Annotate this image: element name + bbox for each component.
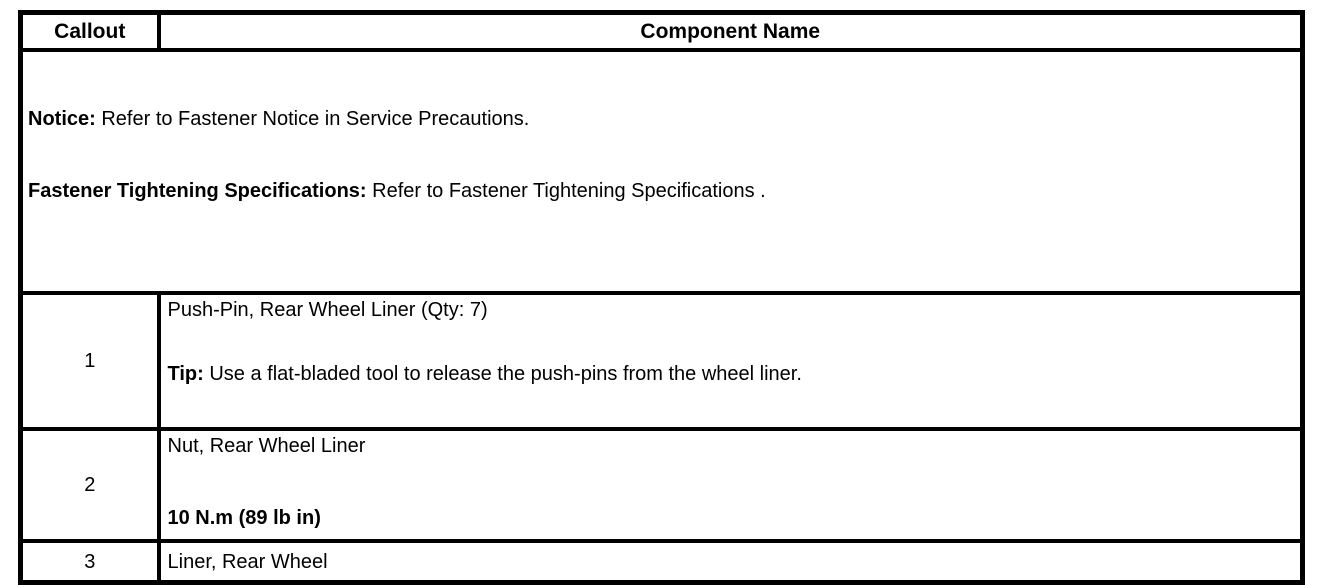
callout-column-header: Callout	[18, 10, 161, 52]
component-name-3: Liner, Rear Wheel	[167, 550, 328, 573]
notice-text: Refer to Fastener Notice in Service Prec…	[95, 108, 530, 130]
fastener-tightening-label: Fastener Tightening Specifications:	[28, 180, 367, 202]
torque-spec: 10 N.m (89 lb in)	[167, 507, 321, 529]
tip-text: Use a flat-bladed tool to release the pu…	[203, 363, 802, 385]
tip-label: Tip:	[167, 363, 204, 385]
callout-number-2: 2	[18, 427, 161, 543]
component-cell-3: Liner, Rear Wheel	[156, 539, 1305, 585]
tip-line: Tip: Use a flat-bladed tool to release t…	[168, 362, 1293, 386]
table-row-2: 2 Nut, Rear Wheel Liner 10 N.m (89 lb in…	[18, 427, 1305, 543]
component-cell-2: Nut, Rear Wheel Liner 10 N.m (89 lb in)	[156, 427, 1305, 543]
notice-label: Notice:	[28, 108, 96, 130]
table-row-3: 3 Liner, Rear Wheel	[18, 539, 1305, 585]
fastener-tightening-text: Refer to Fastener Tightening Specificati…	[366, 180, 766, 202]
notice-row: Notice: Refer to Fastener Notice in Serv…	[18, 48, 1305, 295]
component-name-column-header: Component Name	[156, 10, 1305, 52]
component-name-1: Push-Pin, Rear Wheel Liner (Qty: 7)	[167, 299, 488, 321]
fastener-notice-line: Notice: Refer to Fastener Notice in Serv…	[28, 107, 1292, 131]
component-callout-table: Callout Component Name Notice: Refer to …	[18, 10, 1305, 585]
component-name-2: Nut, Rear Wheel Liner	[167, 435, 366, 457]
page: Callout Component Name Notice: Refer to …	[18, 10, 1305, 585]
notice-cell: Notice: Refer to Fastener Notice in Serv…	[18, 48, 1305, 295]
header-row: Callout Component Name	[18, 10, 1305, 52]
component-cell-1: Push-Pin, Rear Wheel Liner (Qty: 7) Tip:…	[156, 291, 1305, 431]
table-row-1: 1 Push-Pin, Rear Wheel Liner (Qty: 7) Ti…	[18, 291, 1305, 431]
fastener-tightening-line: Fastener Tightening Specifications: Refe…	[28, 179, 1292, 203]
callout-number-3: 3	[18, 539, 161, 585]
callout-number-1: 1	[18, 291, 161, 431]
